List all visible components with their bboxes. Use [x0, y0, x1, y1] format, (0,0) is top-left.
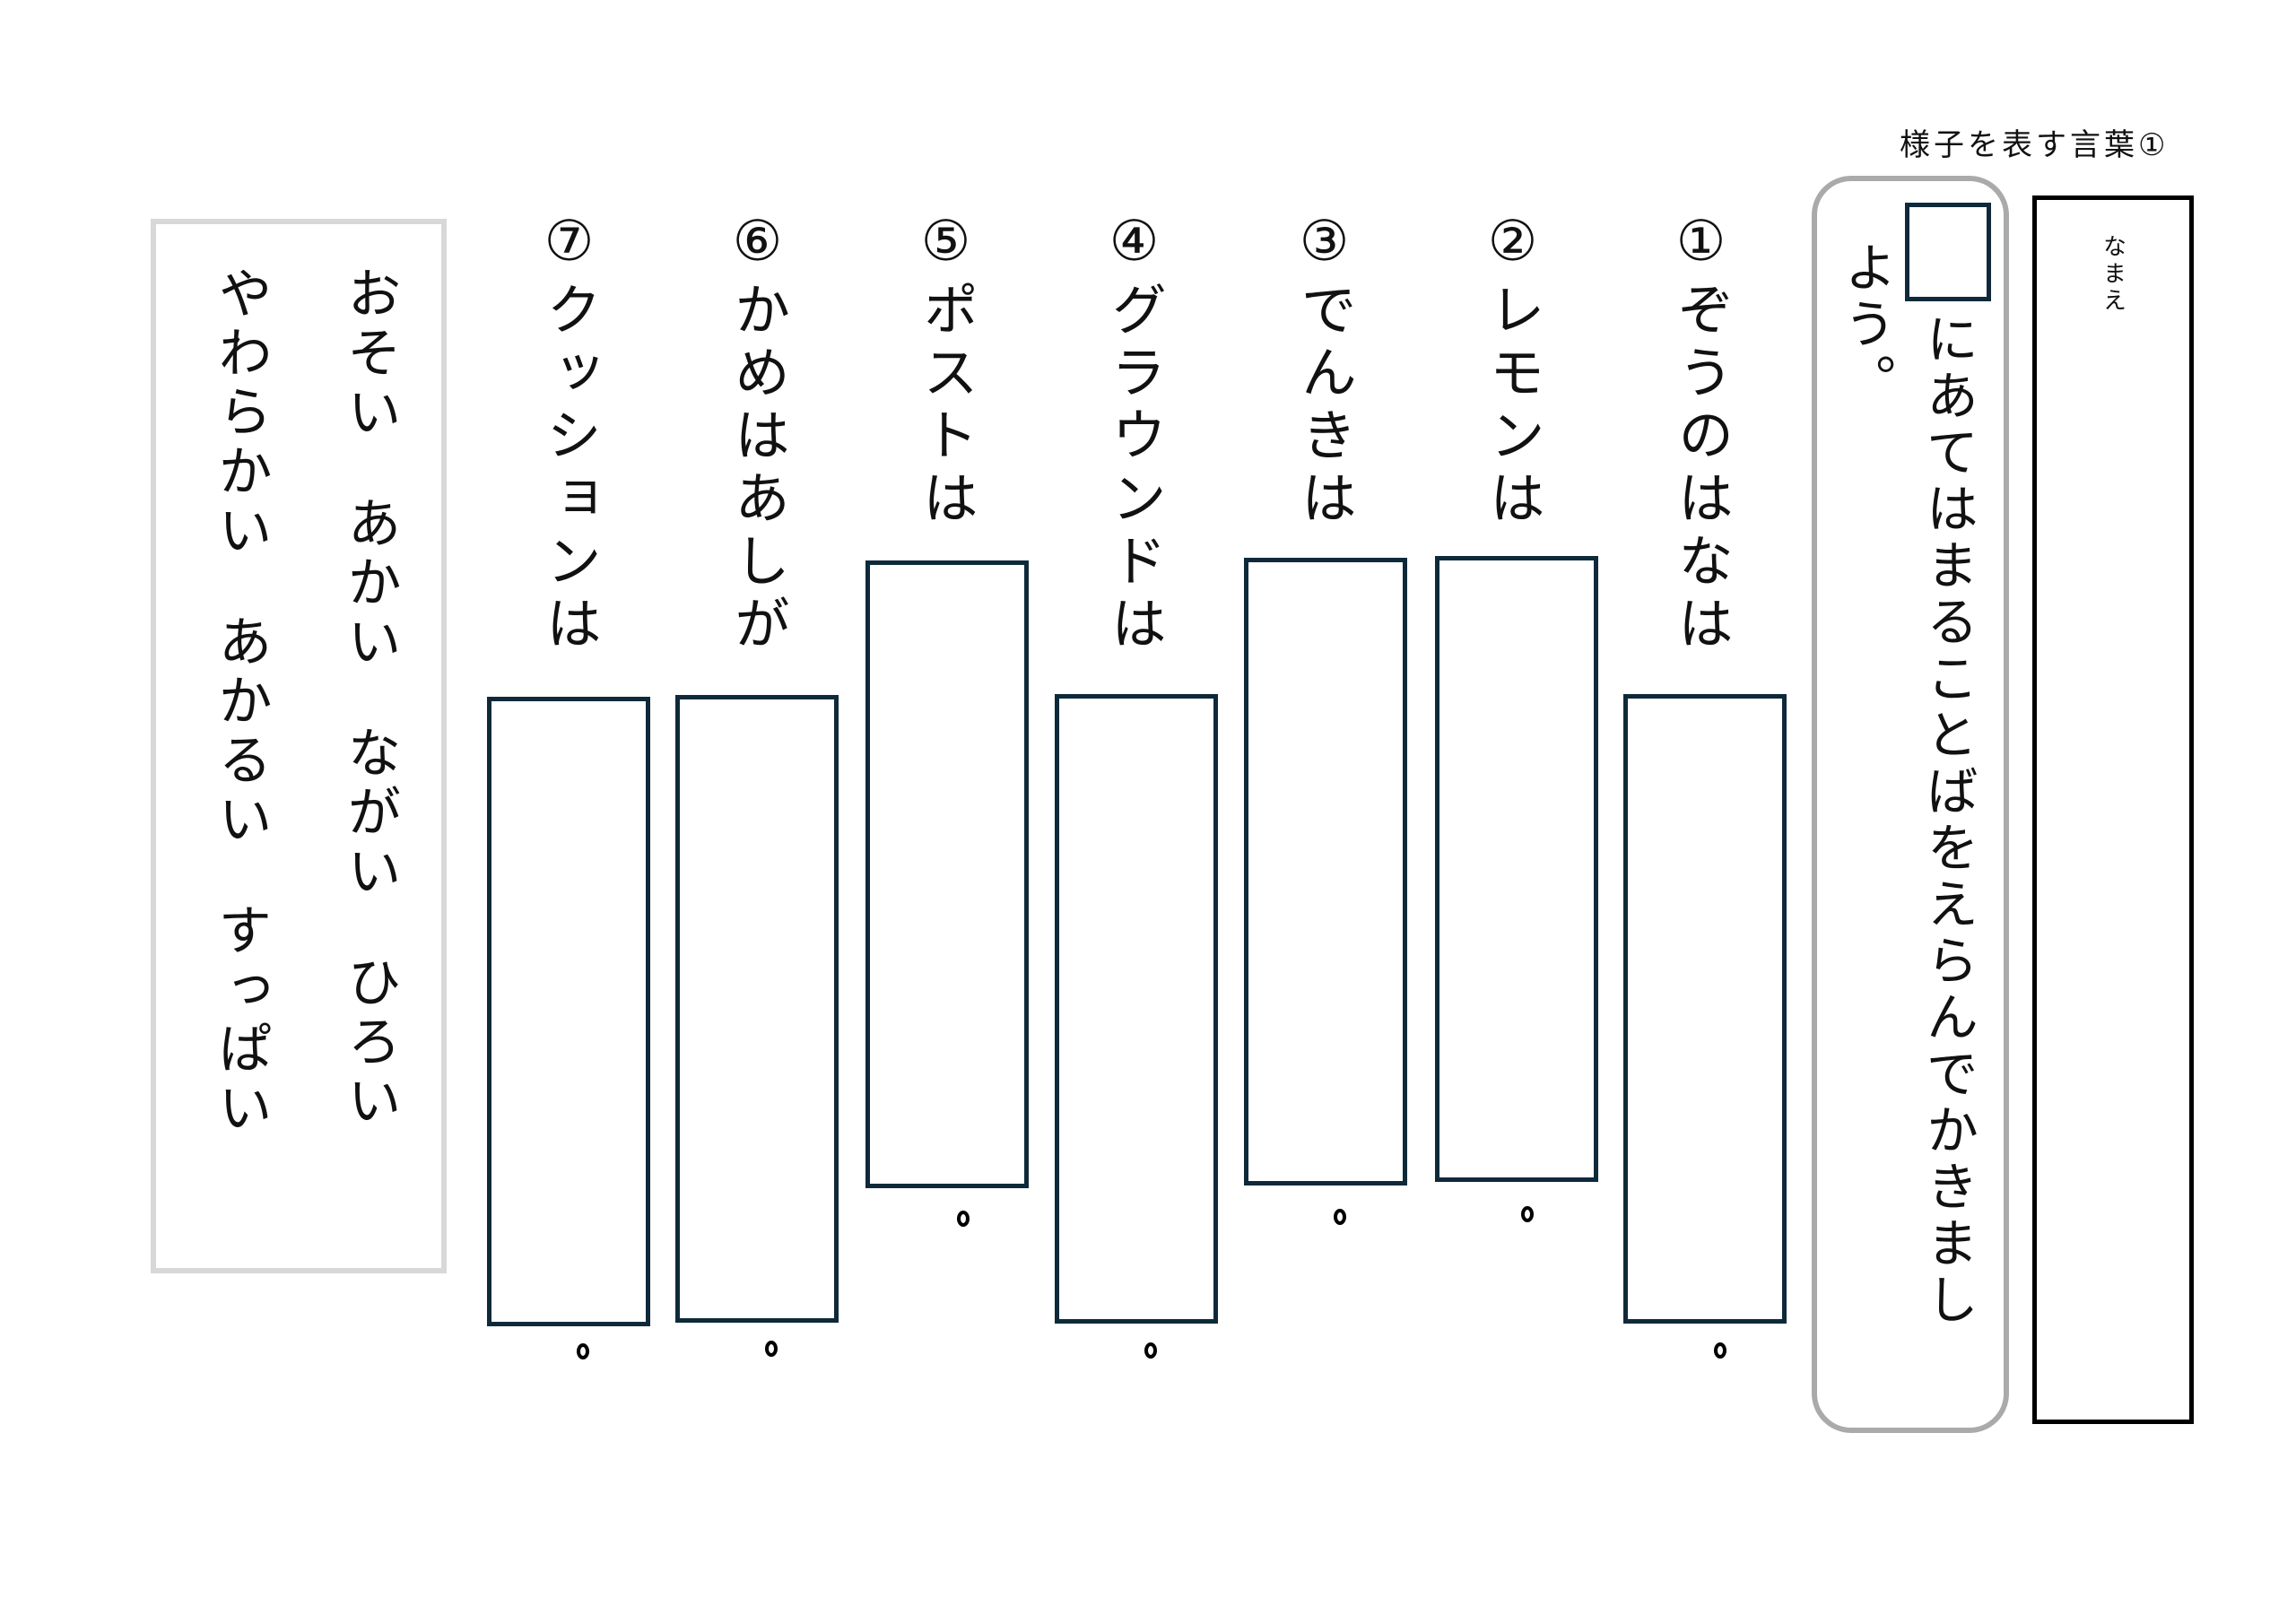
question-1-period — [1714, 1342, 1726, 1359]
question-5-period — [957, 1211, 970, 1227]
question-3-text: でんきは — [1292, 281, 1357, 532]
question-2-text: レモンは — [1480, 281, 1545, 532]
instruction-text-line1: にあてはまることばをえらんでかきまし — [1918, 312, 1979, 1329]
question-3-answer-box[interactable] — [1244, 558, 1407, 1185]
question-5-prompt: ⑤ポストは — [909, 208, 981, 532]
question-6-period — [765, 1341, 778, 1357]
question-6-answer-box[interactable] — [675, 695, 839, 1323]
word-bank — [151, 219, 447, 1273]
question-2-number: ② — [1480, 208, 1545, 281]
question-5-number: ⑤ — [913, 208, 978, 281]
question-6-number: ⑥ — [725, 208, 790, 281]
question-7-prompt: ⑦クッションは — [533, 208, 604, 657]
question-2-prompt: ②レモンは — [1476, 208, 1548, 532]
question-6-prompt: ⑥かめはあしが — [721, 208, 793, 657]
question-1-answer-box[interactable] — [1623, 694, 1787, 1324]
word-bank-item: すっぱい — [209, 902, 272, 1139]
instruction-blank-box-icon — [1905, 203, 1991, 301]
worksheet-title: 様子を表す言葉① — [1900, 127, 2170, 163]
word-bank-item: ひろい — [338, 954, 401, 1132]
question-1-prompt: ①ぞうのはなは — [1665, 208, 1736, 657]
word-bank-column-1: おそいあかいながいひろい — [334, 265, 405, 1184]
word-bank-item: おそい — [338, 265, 401, 443]
question-3-number: ③ — [1292, 208, 1357, 281]
question-4-answer-box[interactable] — [1055, 694, 1218, 1324]
question-4-number: ④ — [1101, 208, 1167, 281]
instruction-text-line2: よう。 — [1835, 240, 1896, 410]
question-3-prompt: ③でんきは — [1288, 208, 1360, 532]
question-5-text: ポストは — [913, 281, 978, 532]
name-label: なまえ — [2099, 234, 2126, 315]
question-4-period — [1144, 1342, 1157, 1359]
question-7-text: クッションは — [536, 281, 602, 657]
question-1-text: ぞうのはなは — [1668, 281, 1734, 657]
question-7-number: ⑦ — [536, 208, 602, 281]
word-bank-item: やわらかい — [209, 265, 272, 561]
question-4-prompt: ④グラウンドは — [1098, 208, 1170, 657]
question-1-number: ① — [1668, 208, 1734, 281]
word-bank-column-2: やわらかいあかるいすっぱい — [204, 265, 276, 1191]
question-5-answer-box[interactable] — [865, 560, 1029, 1188]
word-bank-item: あかい — [338, 495, 401, 673]
question-7-answer-box[interactable] — [487, 697, 650, 1326]
question-2-answer-box[interactable] — [1435, 556, 1598, 1182]
name-field[interactable]: なまえ — [2032, 195, 2194, 1424]
question-2-period — [1521, 1206, 1534, 1222]
question-6-text: かめはあしが — [725, 281, 790, 657]
instruction-frame — [1812, 176, 2009, 1433]
question-3-period — [1334, 1209, 1346, 1225]
question-4-text: グラウンドは — [1101, 281, 1167, 657]
word-bank-item: あかるい — [209, 613, 272, 850]
word-bank-item: ながい — [338, 725, 401, 902]
question-7-period — [577, 1343, 589, 1359]
